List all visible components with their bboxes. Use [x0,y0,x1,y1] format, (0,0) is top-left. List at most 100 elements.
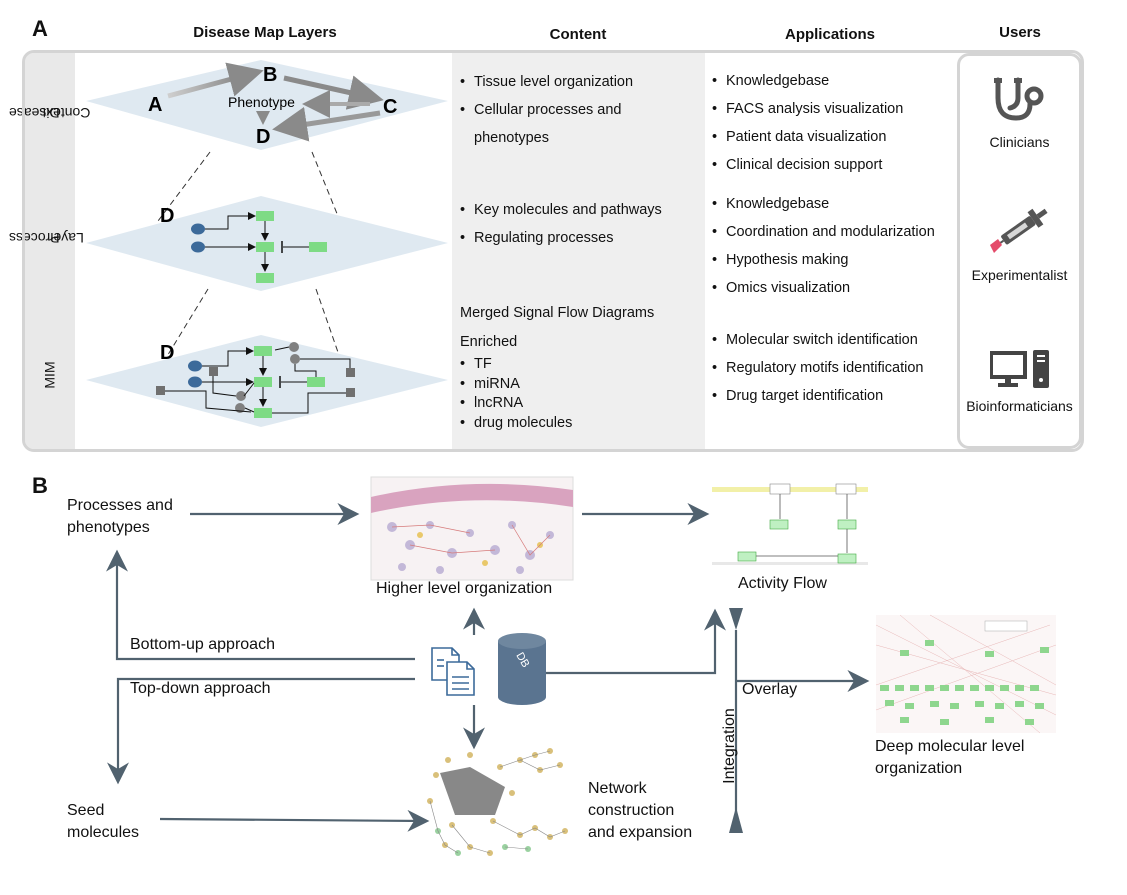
connector-dashed-left-2 [165,288,209,359]
integration-arrow-bottom-icon [729,807,743,833]
header-content: Content [549,26,607,43]
gray-square [346,368,355,377]
content-item: Tissue level organization [458,68,633,96]
content-item: drug molecules [458,414,572,434]
disease-map-layers-diagram: A B C D Phenotype D D [86,60,448,427]
application-item: Omics visualization [710,274,935,302]
application-item: Coordination and modularization [710,218,935,246]
molecule-node [188,360,202,372]
content-item-continuation: phenotypes [474,130,549,146]
gene-node [254,377,272,387]
deep-molecular-thumbnail [875,614,1057,734]
gray-molecule [289,342,299,352]
user-bioinformaticians: Bioinformaticians [966,398,1073,414]
top-down-approach-label: Top-down approach [130,680,271,697]
panel-a-frame [22,50,1084,452]
applications-mim-list: Molecular switch identification Regulato… [710,326,923,410]
content-context-list: Tissue level organization Cellular proce… [458,68,633,124]
connector-dashed-left-1 [157,151,211,222]
application-item: Knowledgebase [710,67,903,95]
applications-process-list: Knowledgebase Coordination and modulariz… [710,190,935,302]
integration-label: Integration [721,708,738,784]
application-item: Drug target identification [710,382,923,410]
application-item: Hypothesis making [710,246,935,274]
user-experimentalist: Experimentalist [971,267,1068,283]
phenotype-label: Phenotype [228,94,295,110]
node-label-d: D [256,126,270,148]
activity-flow-label: Activity Flow [738,575,827,592]
application-item: Patient data visualization [710,123,903,151]
documents-icon [431,647,475,696]
molecule-node [191,223,205,235]
arrow-db-to-activity [546,608,726,675]
arrow-bottom-up [106,549,415,661]
content-item: Key molecules and pathways [458,196,662,224]
process-d-label: D [160,205,174,227]
connector-dashed-right-2 [315,288,341,359]
content-mim-title: Merged Signal Flow Diagrams [460,305,655,321]
gene-node [254,408,272,418]
application-item: Clinical decision support [710,151,903,179]
header-applications: Applications [784,26,875,43]
content-mim-list: TF miRNA lncRNA drug molecules [458,355,572,433]
users-column: Clinicians Experimentalist Bioinformatic… [957,53,1082,449]
user-clinicians: Clinicians [989,134,1050,150]
mim-d-label: D [160,342,174,364]
content-process-list: Key molecules and pathways Regulating pr… [458,196,662,252]
header-disease-map-layers: Disease Map Layers [193,24,337,41]
gray-molecule [290,354,300,364]
gene-node [254,346,272,356]
gene-node [256,211,274,221]
gene-node [307,377,325,387]
content-item: miRNA [458,375,572,395]
pipette-icon [990,208,1048,253]
gray-square [209,367,218,376]
activity-flow-thumbnail [712,483,868,565]
application-item: Molecular switch identification [710,326,923,354]
workflow-arrows: DB [106,476,1057,856]
bottom-up-approach-label: Bottom-up approach [130,636,275,653]
overlay-label: Overlay [742,681,798,698]
gray-molecule [236,391,246,401]
header-users: Users [999,24,1041,41]
application-item: FACS analysis visualization [710,95,903,123]
connector-dashed-right-1 [311,151,341,222]
gray-square [346,388,355,397]
application-item: Regulatory motifs identification [710,354,923,382]
computer-icon [990,350,1049,388]
arrow-a-to-b [167,62,264,99]
database-icon: DB [498,633,546,705]
gray-square [156,386,165,395]
gene-node [309,242,327,252]
gene-node [256,273,274,283]
content-mim-enriched: Enriched [460,334,518,350]
arrow-seed-to-network [159,809,430,832]
stethoscope-icon [994,77,1044,121]
node-label-b: B [263,64,277,86]
panel-a-letter: A [32,16,48,41]
higher-level-map-thumbnail [370,476,574,581]
network-thumbnail [427,748,568,856]
molecule-node [191,241,205,253]
panel-b-letter: B [32,473,48,498]
content-item: Cellular processes and [458,96,633,124]
node-label-a: A [148,94,162,116]
higher-level-organization-label: Higher level organization [376,580,553,597]
arrow-c-to-d [272,106,381,142]
arrow-b-to-c [283,75,384,110]
content-item: TF [458,355,572,375]
node-label-c: C [383,96,397,118]
integration-arrow-top-icon [729,608,743,630]
content-item: Regulating processes [458,224,662,252]
applications-context-list: Knowledgebase FACS analysis visualizatio… [710,67,903,179]
application-item: Knowledgebase [710,190,935,218]
arrow-top-down [107,677,415,785]
molecule-node [188,376,202,388]
content-item: lncRNA [458,394,572,414]
gene-node [256,242,274,252]
